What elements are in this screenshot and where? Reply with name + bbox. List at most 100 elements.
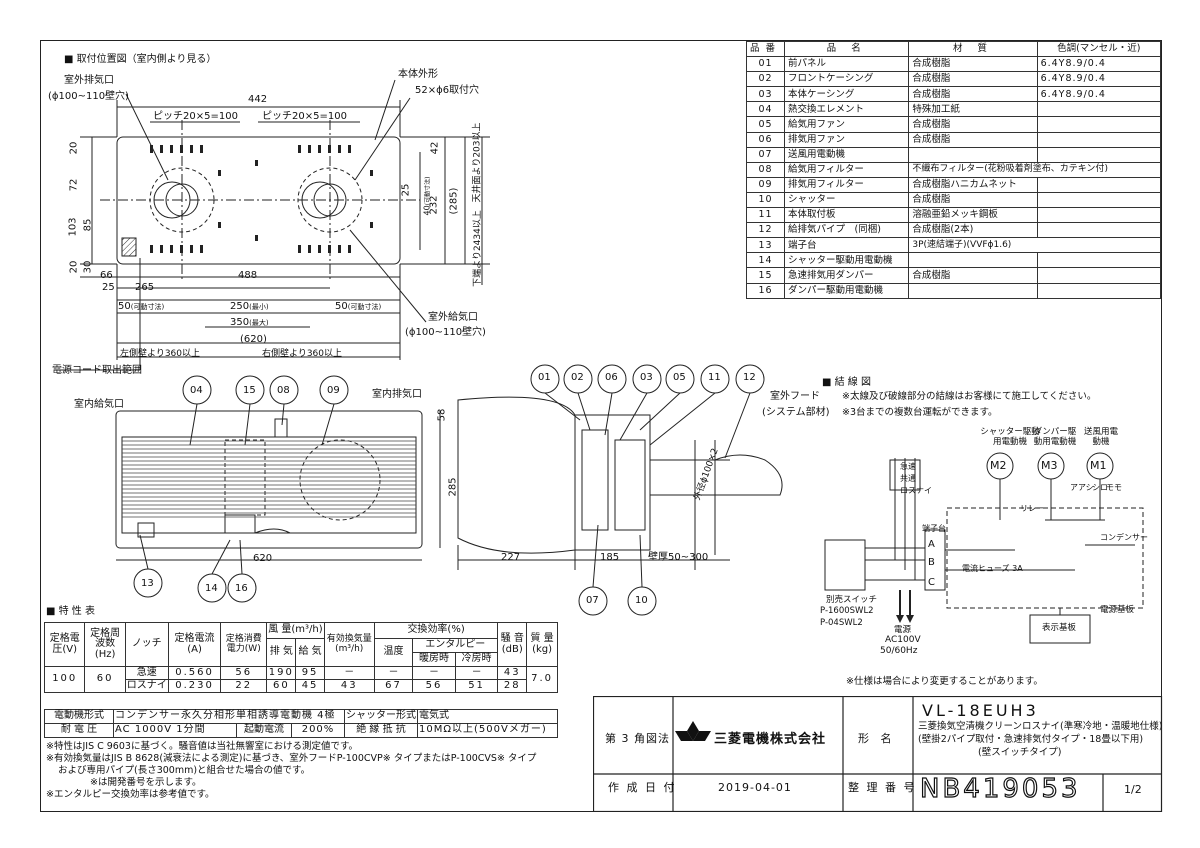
motor-type-value: コンデンサー永久分相形単相誘導電動機 4極 [113,709,345,724]
cord-range-label: 電源コード取出範囲 [52,365,142,376]
part-name: 本体取付板 [784,207,910,224]
part-name: 熱交換エレメント [784,101,910,118]
dim-66: 66 [100,270,113,281]
part-name: ダンパー駆動用電動機 [784,282,910,299]
part-no: 14 [745,252,786,269]
part-color: 6.4Y8.9/0.4 [1036,71,1162,88]
callout-11: 11 [708,372,721,383]
spec-note-3: および専用パイプ(長さ300mm)と組合せた場合の値です。 [58,765,311,776]
part-no: 11 [745,207,786,224]
part-color [1036,282,1162,299]
part-name: フロントケーシング [784,71,910,88]
part-no: 13 [745,237,786,254]
mass-value: 7.0 [526,666,558,693]
supply-dia-label: (ϕ100~110壁穴) [405,327,486,338]
part-material: 特殊加工紙 [908,101,1038,118]
projection-label: 第 3 角図法 [605,732,670,745]
front-dim-620: 620 [253,553,273,564]
dim-350: 350(最大) [230,317,269,328]
callout-01: 01 [538,372,551,383]
part-material: 合成樹脂 [908,191,1038,209]
switch-label: 別売スイッチ [826,595,878,605]
h-heat: 暖房時 [412,652,456,667]
part-no: 08 [745,161,786,178]
insulation-label: 絶 縁 抵 抗 [344,723,418,738]
h-noise: 騒 音(dB) [497,622,528,667]
part-color [1036,146,1162,163]
part-material: 溶融亜鉛メッキ鋼板 [908,207,1038,224]
motor-term-0: ア [1070,483,1078,492]
system-part-label: (システム部材) [762,407,830,418]
part-material: 合成樹脂 [908,116,1038,133]
start-current-label: 起動電流 [236,723,292,738]
title-block-frame [593,696,1163,812]
row1-noise: 28 [497,679,528,693]
exhaust-outdoor-label: 室外排気口 [64,75,114,86]
part-name: 前パネル [784,56,910,73]
part-color [1036,116,1162,133]
callout-06: 06 [605,372,618,383]
row1-cool: 51 [454,679,499,693]
part-name: 給気用ファン [784,116,910,133]
h-supply: 給 気 [295,638,325,667]
part-no: 15 [745,267,786,284]
dim-620-mount: (620) [240,334,267,345]
h-cool: 冷房時 [454,652,499,667]
mount-section-title: ■ 取付位置図（室内側より見る） [64,54,217,65]
row0-heat: － [412,666,456,680]
part-no: 01 [745,56,786,73]
spec-note-1: ※特性はJIS C 9603に基づく。騒音値は当社無響室における測定値です。 [46,741,358,752]
model-label: 形 名 [858,732,896,745]
row0-power: 56 [220,666,268,680]
callout-13: 13 [141,578,154,589]
part-name: 排気用ファン [784,131,910,148]
body-outline-label: 本体外形 [398,69,438,80]
wiring-note-1: ※太線及び破線部分の結線はお客様にて施工してください。 [842,391,1097,402]
part-name: シャッター駆動用電動機 [784,252,910,269]
motor-term-4: モ [1114,483,1122,492]
dim-250: 250(最小) [230,301,269,312]
row0-effective: － [323,666,375,680]
spec-section-title: ■ 特 性 表 [46,606,95,617]
terminal-label: 端子台 [922,524,946,533]
m2-label: M2 [990,459,1007,472]
capacitor-label: コンデンサー [1100,533,1148,542]
row1-temp: 67 [373,679,414,693]
h-temp: 温度 [373,638,414,667]
callout-16: 16 [235,583,248,594]
dim-103: 103 [67,217,79,237]
description-1: 三菱換気空清機クリーンロスナイ(準寒冷地・温暖地仕様) [918,721,1163,732]
outdoor-hood-label: 室外フード [770,391,820,402]
m3-label: M3 [1041,459,1058,472]
part-color [1036,207,1162,224]
part-no: 07 [745,146,786,163]
part-name: 排気用フィルター [784,176,910,193]
callout-12: 12 [743,372,756,383]
indoor-supply-label: 室内給気口 [74,399,124,410]
part-name: 給気用フィルター [784,161,910,178]
dim-85: 85 [82,218,94,232]
callout-05: 05 [673,372,686,383]
date-value: 2019-04-01 [718,781,792,794]
indoor-exhaust-label: 室内排気口 [372,389,422,400]
model-value: VL-18EUH3 [922,701,1039,720]
h-effective: 有効換気量(m³/h) [323,622,375,667]
page-number: 1/2 [1124,783,1142,796]
dim-50b: 50(可動寸法) [335,301,382,312]
floor-label: 下端より2434以上 [472,210,483,287]
mount-drawing [60,79,490,371]
part-material: 不織布フィルター(花粉吸着剤塗布、カテキン付) [908,161,1161,178]
power-spec-1: AC100V [885,635,921,645]
callout-14: 14 [205,583,218,594]
shutter-motor-label: シャッター駆動用電動機 [980,427,1040,447]
row0-exhaust: 190 [266,666,297,680]
dim-30: 30 [82,260,94,274]
row0-temp: － [373,666,414,680]
dim-20a: 20 [68,141,80,155]
part-material: 3P(速結端子)(VVFϕ1.6) [908,237,1161,254]
switch-model-2: P-04SWL2 [820,618,863,628]
row1-notch: ロスナイ [124,679,169,693]
